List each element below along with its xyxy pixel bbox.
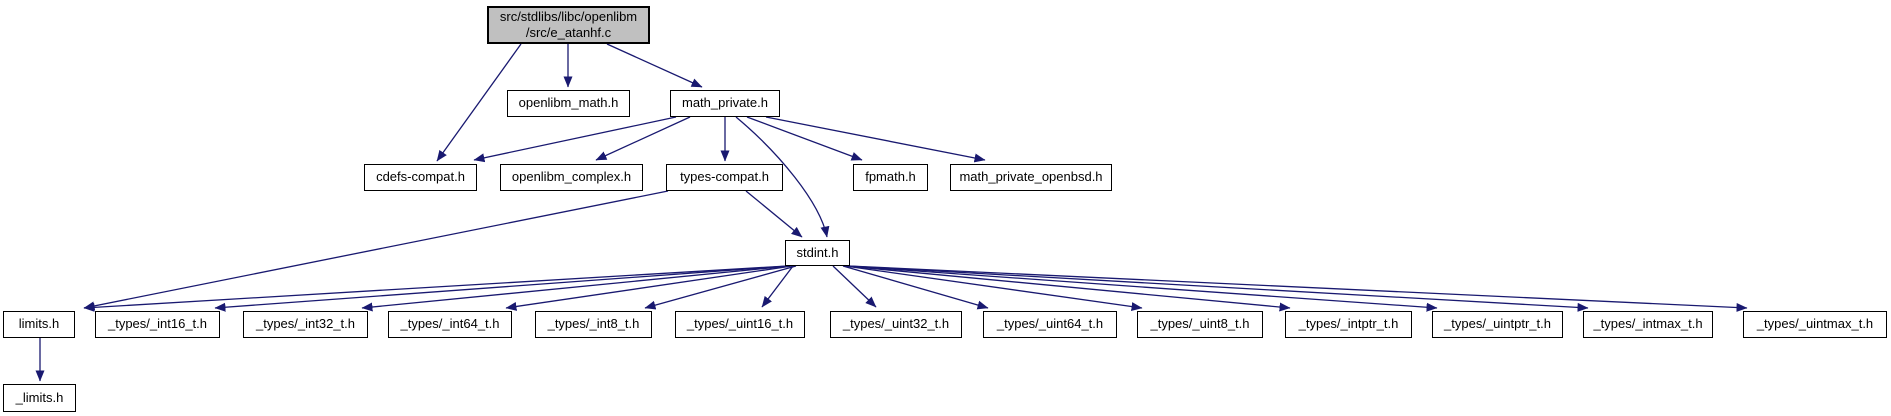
node-label: _types/_uint8_t.h (1150, 316, 1250, 332)
node-int8[interactable]: _types/_int8_t.h (535, 311, 652, 338)
node-uint64[interactable]: _types/_uint64_t.h (983, 311, 1117, 338)
node-label: math_private.h (682, 95, 768, 111)
node-label: _types/_uint64_t.h (996, 316, 1104, 332)
node-uintptr[interactable]: _types/_uintptr_t.h (1432, 311, 1563, 338)
edge-types-compat-to-limits (83, 190, 669, 311)
node-limits[interactable]: limits.h (3, 311, 75, 338)
node-label: stdint.h (796, 244, 839, 260)
node-label: openlibm_complex.h (511, 169, 632, 185)
node-math-private[interactable]: math_private.h (670, 90, 780, 117)
edge-stdint-to-uint64 (842, 265, 989, 310)
node-label: limits.h (18, 316, 60, 332)
node-label: _types/_int32_t.h (255, 316, 356, 332)
node-label: math_private_openbsd.h (959, 169, 1103, 185)
edge-math-private-to-math-private-openbsd (765, 116, 986, 163)
edge-stdint-to-uintmax (848, 265, 1748, 313)
edge-math-private-to-openlibm-complex (595, 116, 691, 161)
edge-stdint-to-int8 (644, 265, 797, 310)
node-label: _types/_int8_t.h (547, 316, 640, 332)
node-label: fpmath.h (865, 169, 916, 185)
edge-math-private-to-stdint (735, 116, 830, 238)
edge-stdint-to-intptr (845, 265, 1291, 312)
node-label: _types/_uint16_t.h (686, 316, 794, 332)
node-label: _limits.h (15, 389, 64, 405)
edge-stdint-to-int16 (214, 265, 789, 312)
node-label: _types/_intptr_t.h (1298, 316, 1399, 332)
node-e-atanhf[interactable]: src/stdlibs/libc/openlibm /src/e_atanhf.… (487, 6, 650, 44)
edge-types-compat-to-stdint (745, 190, 803, 238)
edges (35, 43, 1748, 382)
node-limits-private[interactable]: _limits.h (3, 384, 76, 412)
node-stdint[interactable]: stdint.h (785, 240, 850, 266)
edge-stdint-to-uint16 (761, 265, 794, 308)
node-label: _types/_uintmax_t.h (1756, 316, 1874, 332)
node-intmax[interactable]: _types/_intmax_t.h (1583, 311, 1713, 338)
node-math-private-openbsd[interactable]: math_private_openbsd.h (950, 164, 1112, 191)
node-label: _types/_int16_t.h (107, 316, 208, 332)
edge-stdint-to-intmax (847, 265, 1589, 312)
node-uint32[interactable]: _types/_uint32_t.h (830, 311, 962, 338)
node-fpmath[interactable]: fpmath.h (853, 164, 928, 191)
edge-stdint-to-uint8 (844, 265, 1143, 311)
edge-e-atanhf-to-math-private (606, 43, 703, 88)
node-cdefs-compat[interactable]: cdefs-compat.h (364, 164, 477, 191)
edge-stdint-to-uint32 (832, 265, 877, 308)
node-label: _types/_uintptr_t.h (1444, 316, 1551, 332)
node-types-compat[interactable]: types-compat.h (666, 164, 783, 191)
edge-e-atanhf-to-cdefs-compat (436, 43, 522, 162)
node-openlibm-math[interactable]: openlibm_math.h (507, 90, 630, 117)
node-label: _types/_intmax_t.h (1593, 316, 1703, 332)
node-label: _types/_int64_t.h (400, 316, 500, 332)
edge-math-private-to-cdefs-compat (473, 116, 677, 163)
node-label: openlibm_math.h (518, 95, 619, 111)
edge-stdint-to-int64 (505, 265, 793, 311)
node-intptr[interactable]: _types/_intptr_t.h (1285, 311, 1412, 338)
edge-stdint-to-int32 (361, 265, 791, 312)
node-uintmax[interactable]: _types/_uintmax_t.h (1743, 311, 1887, 338)
node-label: cdefs-compat.h (376, 169, 465, 185)
node-int64[interactable]: _types/_int64_t.h (388, 311, 512, 338)
node-label: types-compat.h (680, 169, 769, 185)
edge-stdint-to-uintptr (846, 265, 1438, 312)
edge-math-private-to-fpmath (746, 116, 863, 161)
node-label: src/stdlibs/libc/openlibm /src/e_atanhf.… (499, 8, 638, 40)
node-uint8[interactable]: _types/_uint8_t.h (1137, 311, 1263, 338)
node-openlibm-complex[interactable]: openlibm_complex.h (500, 164, 643, 191)
edge-stdint-to-limits (83, 265, 788, 312)
node-int16[interactable]: _types/_int16_t.h (95, 311, 220, 338)
node-uint16[interactable]: _types/_uint16_t.h (675, 311, 805, 338)
node-label: _types/_uint32_t.h (842, 316, 950, 332)
node-int32[interactable]: _types/_int32_t.h (243, 311, 368, 338)
